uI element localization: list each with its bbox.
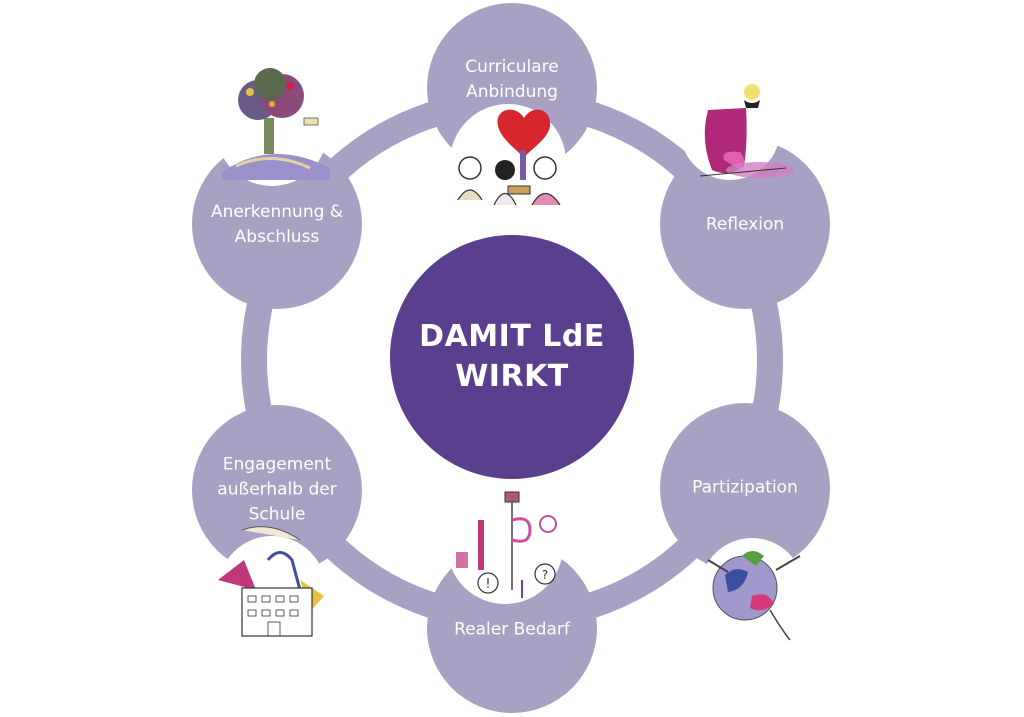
heart-group-illustration: [450, 104, 566, 220]
node-circle-engagement: [192, 405, 362, 575]
node-label-anerkennung: Anerkennung & Abschluss: [210, 202, 344, 247]
node-label-reflexion: Reflexion: [705, 214, 785, 235]
node-label-curriculare-anbindung: Curriculare Anbindung: [465, 57, 559, 102]
svg-text:!: !: [485, 577, 490, 592]
node-circle-reflexion: [660, 139, 830, 309]
center-title: DAMIT LdE WIRKT: [419, 319, 605, 394]
node-label-engagement: Engagement außerhalb der Schule: [217, 454, 337, 525]
node-label-realer-bedarf: Realer Bedarf: [454, 619, 570, 640]
thinking-figure-illustration: [680, 80, 794, 180]
node-circle-partizipation: [660, 403, 830, 573]
school-building-illustration: [218, 526, 326, 644]
painted-globe-illustration: [700, 538, 804, 642]
svg-text:?: ?: [542, 568, 548, 582]
node-label-partizipation: Partizipation: [692, 477, 798, 498]
node-circle-anerkennung: [192, 139, 362, 309]
question-machine-illustration: ! ?: [447, 488, 563, 604]
center-circle: [390, 235, 634, 479]
tree-globe-illustration: [216, 68, 330, 186]
